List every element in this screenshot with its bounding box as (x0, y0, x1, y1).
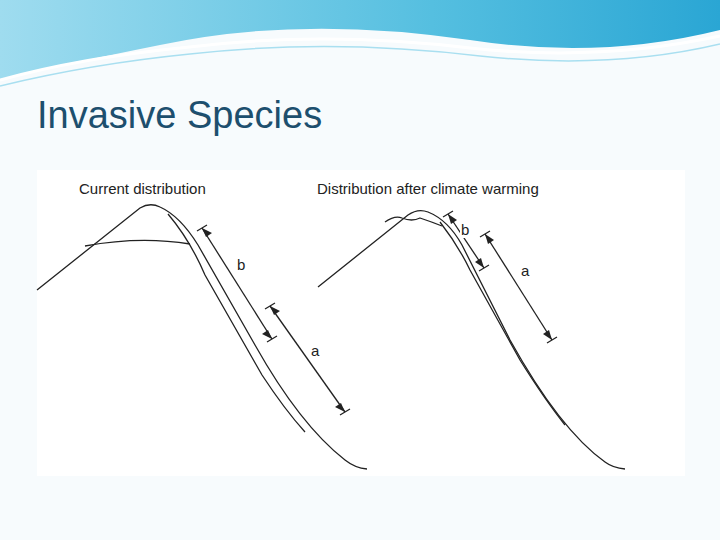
panel-heading: Current distribution (78, 180, 207, 197)
arrowhead (262, 330, 272, 339)
arrowhead (270, 306, 280, 315)
snow-line (385, 217, 442, 226)
arrowhead (485, 234, 494, 244)
range-arrow (270, 306, 345, 412)
header-wave (0, 0, 720, 80)
arrowhead (448, 214, 457, 224)
tick (443, 211, 489, 271)
range-label: b (460, 221, 470, 238)
wave-line (0, 36, 720, 80)
arrowhead (543, 330, 552, 340)
arrowhead (202, 228, 212, 237)
panel-heading: Distribution after climate warming (316, 180, 540, 197)
mountain-outline (37, 205, 367, 469)
slide-title: Invasive Species (37, 94, 322, 137)
range-arrow (485, 234, 552, 340)
range-arrow (448, 214, 484, 268)
arrowhead (335, 403, 345, 412)
range-label: a (520, 262, 530, 279)
tick (197, 225, 277, 342)
range-label: a (310, 342, 320, 359)
slope-line (168, 214, 305, 432)
slope-line (440, 222, 565, 425)
tick (265, 303, 350, 415)
snow-line (85, 240, 190, 246)
mountain-outline (318, 211, 625, 469)
tick (480, 231, 557, 343)
figure-panel (37, 170, 685, 476)
range-label: b (236, 256, 246, 273)
arrowhead (475, 258, 484, 268)
wave-line (0, 44, 720, 86)
range-arrow (202, 228, 272, 339)
